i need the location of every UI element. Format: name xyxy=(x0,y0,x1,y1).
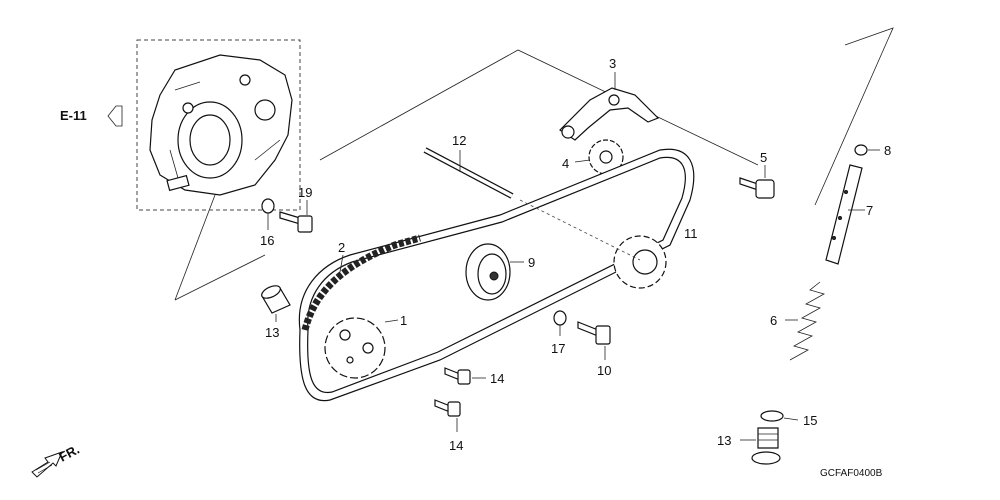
callout-8: 8 xyxy=(884,143,891,158)
leader-2 xyxy=(339,254,344,273)
front-direction-arrow-icon xyxy=(31,451,63,478)
pushrod-7-icon xyxy=(825,164,863,265)
diagram-code: GCFAF0400B xyxy=(820,468,883,479)
callout-17: 17 xyxy=(551,341,565,356)
callout-9: 9 xyxy=(528,255,535,270)
leader-4 xyxy=(574,159,591,163)
shaft-12-icon xyxy=(423,147,514,199)
plug-13-icon xyxy=(751,427,781,465)
bolt-14b-icon xyxy=(434,399,461,417)
callout-16: 16 xyxy=(260,233,274,248)
drive-sprocket-icon xyxy=(324,317,386,379)
washer-17-icon xyxy=(553,310,567,326)
callout-11: 11 xyxy=(684,226,698,241)
callout-15: 15 xyxy=(803,413,817,428)
callout-6: 6 xyxy=(770,313,777,328)
callout-13a: 13 xyxy=(265,325,279,340)
callout-3: 3 xyxy=(609,56,616,71)
cam-sprocket-icon xyxy=(613,235,667,289)
callout-4: 4 xyxy=(562,156,569,171)
section-ref-label: E-11 xyxy=(60,108,87,123)
reference-plane-outline xyxy=(174,194,216,301)
callout-7: 7 xyxy=(866,203,873,218)
washer-16-icon xyxy=(261,198,275,214)
spring-6-icon xyxy=(789,281,826,361)
callout-10: 10 xyxy=(597,363,611,378)
callout-1: 1 xyxy=(400,313,407,328)
bolt-19-icon xyxy=(279,211,313,233)
reference-plane-outline-top xyxy=(319,49,759,166)
callout-19: 19 xyxy=(298,185,312,200)
chain-segment-2-icon xyxy=(301,234,421,331)
callout-14a: 14 xyxy=(490,371,504,386)
crankcase-icon xyxy=(149,54,293,196)
callout-2: 2 xyxy=(338,240,345,255)
leader-15 xyxy=(783,417,799,421)
tensioner-arm-icon xyxy=(559,87,660,141)
reference-plane-right xyxy=(814,27,894,206)
callout-12: 12 xyxy=(452,133,466,148)
bolt-5-icon xyxy=(739,177,775,199)
callout-14b: 14 xyxy=(449,438,463,453)
front-direction-label: FR. xyxy=(56,442,82,465)
crankcase-dashed-frame xyxy=(136,39,301,211)
callout-13b: 13 xyxy=(717,433,731,448)
alignment-line xyxy=(519,199,641,261)
bolt-10-icon xyxy=(577,321,611,345)
ref-arrow-icon xyxy=(107,105,123,127)
tensioner-sprocket-icon xyxy=(588,139,624,175)
guide-roller-9-icon xyxy=(465,243,511,301)
callout-5: 5 xyxy=(760,150,767,165)
collar-13-icon xyxy=(261,285,291,314)
reference-plane-left xyxy=(174,254,266,301)
cap-8-icon xyxy=(854,144,868,156)
bolt-14a-icon xyxy=(444,367,471,385)
o-ring-15-icon xyxy=(760,410,784,422)
leader-1 xyxy=(384,319,399,323)
